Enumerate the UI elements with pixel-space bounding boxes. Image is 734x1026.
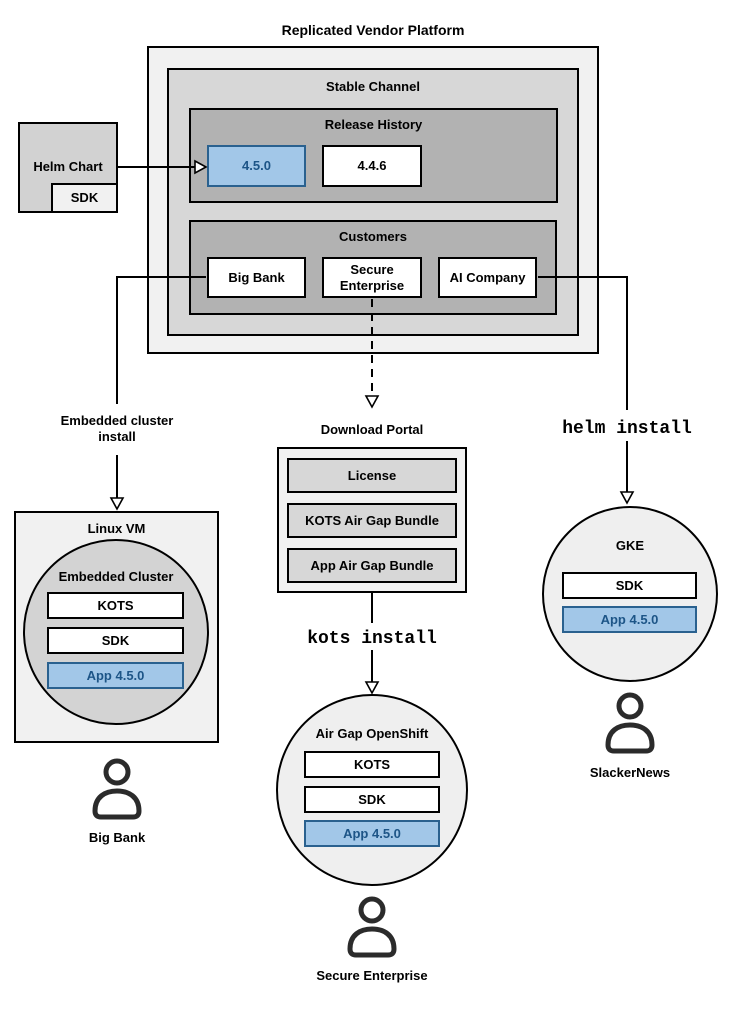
openshift-sdk-box: SDK [304, 786, 440, 813]
big-bank-user-icon [92, 758, 142, 820]
stable-channel-label: Stable Channel [326, 79, 420, 94]
airgap-openshift-label: Air Gap OpenShift [315, 726, 429, 741]
arrowhead-download-portal [364, 395, 380, 409]
embedded-cluster-install-label: Embedded cluster install [60, 413, 174, 445]
big-bank-user-label: Big Bank [88, 830, 146, 845]
helm-chart-label: Helm Chart [33, 159, 103, 174]
gke-app-box: App 4.5.0 [562, 606, 697, 633]
arrowhead-openshift [364, 681, 380, 695]
gke-sdk-box: SDK [562, 572, 697, 599]
slackernews-user-label: SlackerNews [589, 765, 671, 780]
customers-label: Customers [339, 229, 407, 244]
gke-label: GKE [615, 538, 645, 553]
release-4-4-6: 4.4.6 [322, 145, 422, 187]
secure-enterprise-user-label: Secure Enterprise [316, 968, 428, 983]
customer-big-bank: Big Bank [207, 257, 306, 298]
customer-secure-enterprise: Secure Enterprise [322, 257, 422, 298]
helm-chart-sdk-box: SDK [51, 183, 118, 213]
embedded-cluster-label: Embedded Cluster [58, 569, 174, 584]
secure-enterprise-user-icon [347, 896, 397, 958]
slackernews-user-icon [605, 692, 655, 754]
release-4-5-0: 4.5.0 [207, 145, 306, 187]
openshift-app-box: App 4.5.0 [304, 820, 440, 847]
release-history-label: Release History [324, 117, 423, 132]
embedded-kots-box: KOTS [47, 592, 184, 619]
linux-vm-label: Linux VM [87, 521, 146, 536]
diagram-title: Replicated Vendor Platform [281, 22, 465, 38]
license-box: License [287, 458, 457, 493]
arrowhead-linux-vm [109, 497, 125, 511]
kots-install-label: kots install [307, 629, 437, 649]
arrowhead-gke [619, 491, 635, 505]
app-airgap-bundle-box: App Air Gap Bundle [287, 548, 457, 583]
embedded-app-box: App 4.5.0 [47, 662, 184, 689]
kots-airgap-bundle-box: KOTS Air Gap Bundle [287, 503, 457, 538]
helm-install-label: helm install [562, 419, 692, 439]
customer-ai-company: AI Company [438, 257, 537, 298]
embedded-sdk-box: SDK [47, 627, 184, 654]
openshift-kots-box: KOTS [304, 751, 440, 778]
download-portal-label: Download Portal [320, 422, 424, 437]
